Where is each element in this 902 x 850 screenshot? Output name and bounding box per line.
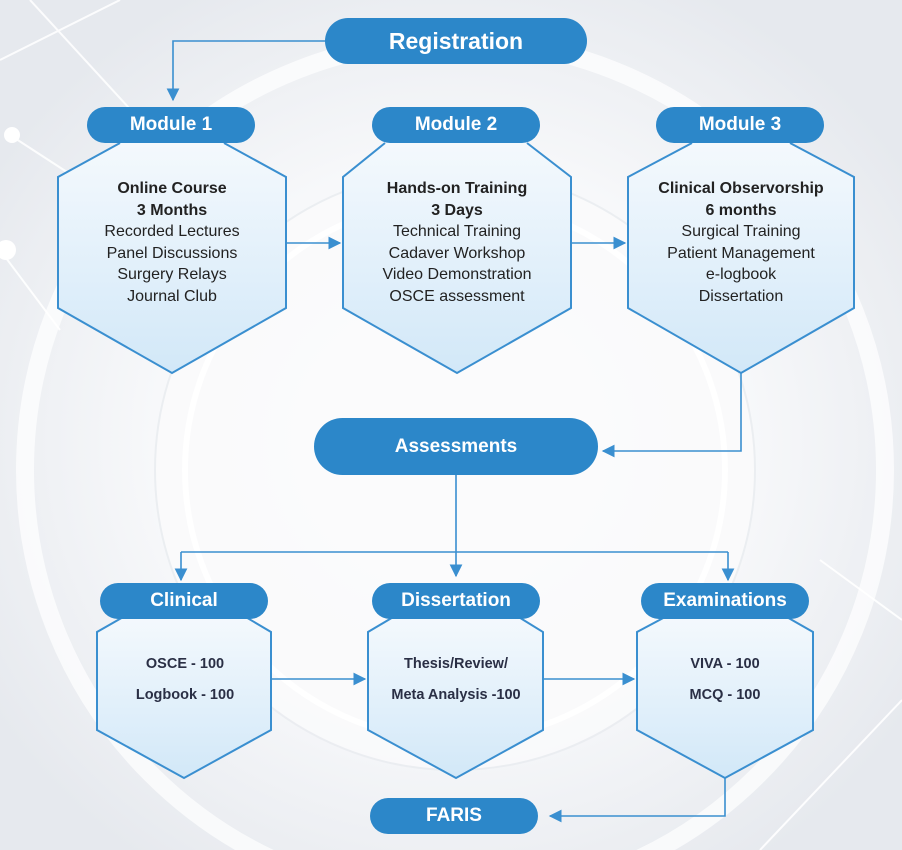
module-1-item: Panel Discussions (106, 244, 238, 262)
module-3-label: Module 3 (698, 114, 782, 135)
module-2-item: Video Demonstration (382, 266, 532, 283)
examinations-label: Examinations (663, 590, 787, 611)
module-3-content: Clinical Observorship 6 months Surgical … (631, 178, 851, 307)
clinical-hexagon-shape (96, 615, 272, 780)
module-2-content: Hands-on Training 3 Days Technical Train… (352, 178, 562, 307)
examinations-score-item: VIVA - 100 (690, 656, 760, 672)
module-2-item: OSCE assessment (389, 287, 525, 305)
assessments-label: Assessments (394, 435, 518, 457)
examinations-pill: Examinations (641, 583, 809, 619)
registration-pill: Registration (325, 18, 587, 64)
module-1-title: Online Course (117, 180, 227, 197)
clinical-score-item: Logbook - 100 (135, 687, 235, 703)
connector-registration-to-module1 (166, 40, 326, 102)
dissertation-label: Dissertation (401, 590, 511, 611)
module-2-hexagon-shape (342, 142, 572, 375)
module-1-content: Online Course 3 Months Recorded Lectures… (72, 178, 272, 307)
module-3-item: Dissertation (698, 287, 784, 305)
module-1-hexagon-shape (57, 142, 287, 375)
dissertation-score-item: Meta Analysis -100 (391, 687, 521, 703)
module-3-item: e-logbook (705, 266, 777, 283)
examinations-scores: VIVA - 100 MCQ - 100 (640, 649, 810, 711)
module-2-pill: Module 2 (372, 107, 540, 143)
module-1-pill: Module 1 (87, 107, 255, 143)
module-2-label: Module 2 (414, 114, 498, 135)
module-1-label: Module 1 (129, 114, 213, 135)
clinical-scores: OSCE - 100 Logbook - 100 (100, 649, 270, 711)
clinical-label: Clinical (150, 590, 218, 611)
faris-pill: FARIS (370, 798, 538, 834)
module-1-item: Journal Club (127, 287, 217, 305)
dissertation-hexagon-shape (367, 615, 544, 780)
module-3-pill: Module 3 (656, 107, 824, 143)
module-3-item: Surgical Training (681, 223, 801, 240)
module-1-item: Recorded Lectures (104, 223, 240, 240)
module-2-duration: 3 Days (431, 201, 483, 219)
registration-label: Registration (388, 27, 524, 54)
module-3-item: Patient Management (667, 244, 815, 262)
connector-examinations-to-faris (548, 778, 726, 823)
connector-module3-to-assessments (601, 373, 742, 458)
module-1-item: Surgery Relays (117, 266, 227, 283)
faris-label: FARIS (426, 805, 482, 826)
module-3-duration: 6 months (705, 201, 777, 219)
module-2-item: Cadaver Workshop (388, 244, 526, 262)
clinical-pill: Clinical (100, 583, 268, 619)
clinical-score-item: OSCE - 100 (145, 656, 225, 672)
assessments-pill: Assessments (314, 418, 598, 475)
examinations-score-item: MCQ - 100 (689, 687, 761, 703)
module-2-item: Technical Training (392, 223, 522, 240)
dissertation-score-item: Thesis/Review/ (404, 656, 508, 672)
module-3-title: Clinical Observorship (658, 180, 824, 197)
module-1-duration: 3 Months (136, 201, 208, 219)
dissertation-pill: Dissertation (372, 583, 540, 619)
module-2-title: Hands-on Training (386, 180, 528, 197)
dissertation-scores: Thesis/Review/ Meta Analysis -100 (368, 649, 544, 711)
